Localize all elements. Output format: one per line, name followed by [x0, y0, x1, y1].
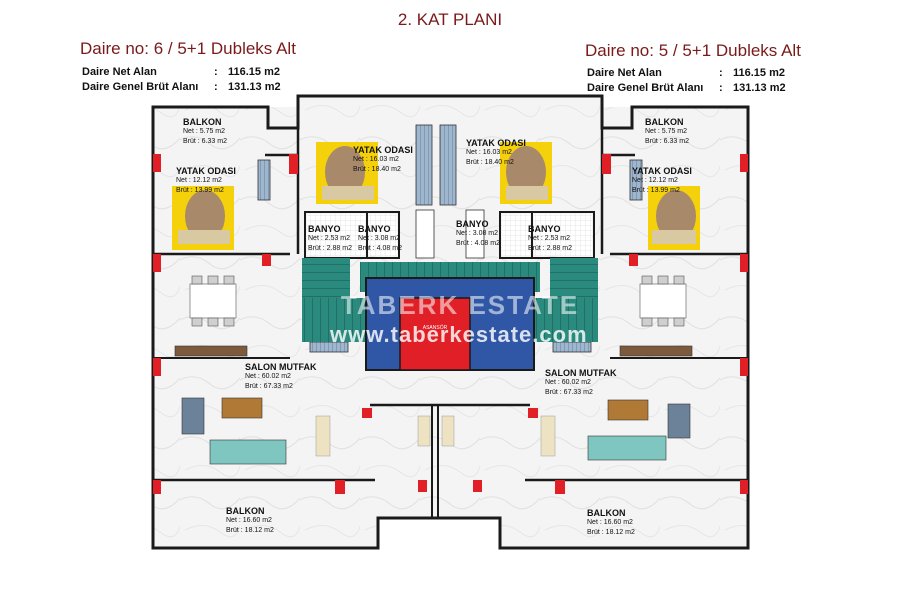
- gross-area-label: Daire Genel Brüt Alanı: [82, 81, 199, 93]
- watermark-url: www.taberkestate.com: [330, 322, 588, 347]
- separator: :: [214, 66, 218, 78]
- bathroom-tile: [502, 214, 530, 256]
- unit-6-area-info: Daire Net Alan:116.15 m2 Daire Genel Brü…: [82, 65, 281, 95]
- net-area-value: 116.15 m2: [228, 66, 280, 78]
- elevator-label: ASANSÖR: [422, 325, 448, 331]
- separator: :: [214, 81, 218, 93]
- shower: [415, 209, 435, 259]
- hall-decor: [441, 415, 455, 447]
- dining-table-icon: [189, 275, 237, 327]
- hall-decor: [417, 415, 431, 447]
- gross-area-value: 131.13 m2: [733, 82, 786, 94]
- unit-6-heading: Daire no: 6 / 5+1 Dubleks Alt: [80, 39, 296, 58]
- watermark-brand: TABERK ESTATE: [340, 290, 580, 320]
- net-area-label: Daire Net Alan: [82, 66, 157, 78]
- closet-left: [257, 159, 271, 201]
- separator: :: [719, 67, 723, 79]
- gross-area-label: Daire Genel Brüt Alanı: [587, 82, 704, 94]
- kitchen-counter: [619, 345, 693, 357]
- unit-5-heading: Daire no: 5 / 5+1 Dubleks Alt: [585, 41, 801, 60]
- shaft-left: [415, 124, 433, 206]
- gross-area-value: 131.13 m2: [228, 81, 281, 93]
- stairs-center: [360, 262, 540, 292]
- net-area-label: Daire Net Alan: [587, 67, 662, 79]
- kitchen-counter: [174, 345, 248, 357]
- net-area-value: 116.15 m2: [733, 67, 785, 79]
- unit-5-area-info: Daire Net Alan:116.15 m2 Daire Genel Brü…: [587, 66, 786, 96]
- dining-table-icon: [639, 275, 687, 327]
- living-room-furniture-right: [540, 399, 691, 461]
- page-title: 2. KAT PLANI: [397, 10, 503, 29]
- living-room-furniture-left: [181, 397, 331, 465]
- separator: :: [719, 82, 723, 94]
- shaft-right: [439, 124, 457, 206]
